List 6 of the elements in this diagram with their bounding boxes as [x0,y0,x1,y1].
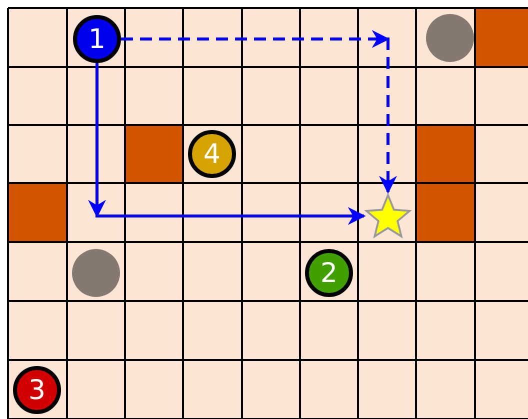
arrow [88,63,366,225]
agent-number: 3 [28,376,46,404]
arrow [121,30,397,194]
agent-number: 1 [88,26,106,52]
agent-number: 2 [320,260,338,286]
agent-number: 4 [203,140,221,168]
